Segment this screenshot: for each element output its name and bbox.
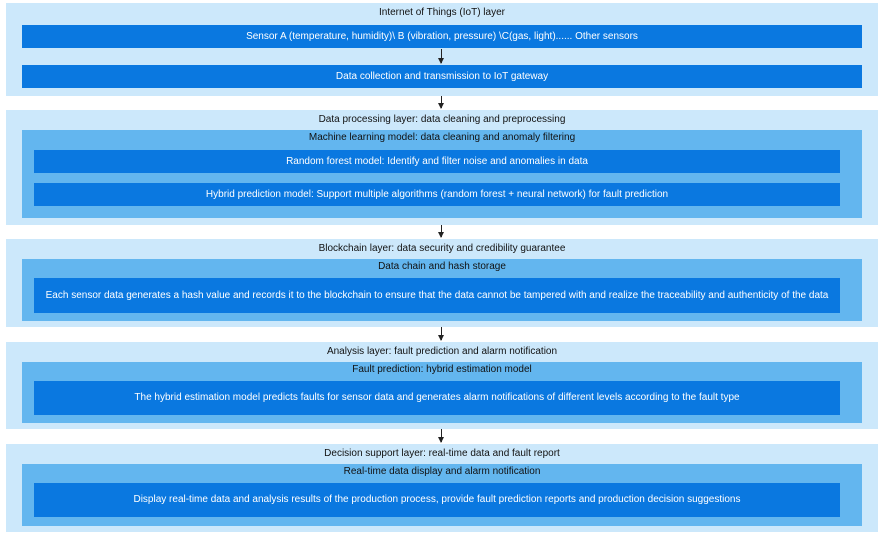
random-forest-box: Random forest model: Identify and filter… bbox=[34, 150, 840, 173]
arrow-analysis-to-decision bbox=[438, 429, 444, 443]
analysis-layer-title: Analysis layer: fault prediction and ala… bbox=[326, 346, 558, 357]
hash-storage-detail: Each sensor data generates a hash value … bbox=[34, 278, 840, 313]
arrow-blockchain-to-analysis bbox=[438, 327, 444, 341]
analysis-layer: Analysis layer: fault prediction and ala… bbox=[6, 342, 878, 429]
decision-layer-title: Decision support layer: real-time data a… bbox=[324, 448, 560, 459]
fault-prediction-panel: Fault prediction: hybrid estimation mode… bbox=[22, 362, 862, 423]
sensors-box: Sensor A (temperature, humidity)\ B (vib… bbox=[22, 25, 862, 48]
collection-box: Data collection and transmission to IoT … bbox=[22, 65, 862, 88]
realtime-display-title: Real-time data display and alarm notific… bbox=[343, 466, 541, 477]
blockchain-layer: Blockchain layer: data security and cred… bbox=[6, 239, 878, 327]
arrow-iot-to-processing bbox=[438, 96, 444, 109]
hash-storage-title: Data chain and hash storage bbox=[378, 261, 506, 272]
iot-layer: Internet of Things (IoT) layer Sensor A … bbox=[6, 3, 878, 96]
realtime-display-panel: Real-time data display and alarm notific… bbox=[22, 464, 862, 526]
realtime-display-detail: Display real-time data and analysis resu… bbox=[34, 483, 840, 517]
fault-prediction-title: Fault prediction: hybrid estimation mode… bbox=[352, 364, 532, 375]
arrow-sensors-to-collection bbox=[438, 49, 444, 64]
decision-layer: Decision support layer: real-time data a… bbox=[6, 444, 878, 532]
processing-layer-title: Data processing layer: data cleaning and… bbox=[318, 114, 566, 125]
ml-model-title: Machine learning model: data cleaning an… bbox=[308, 132, 576, 143]
iot-layer-title: Internet of Things (IoT) layer bbox=[379, 7, 505, 18]
hybrid-prediction-box: Hybrid prediction model: Support multipl… bbox=[34, 183, 840, 206]
blockchain-layer-title: Blockchain layer: data security and cred… bbox=[318, 243, 566, 254]
ml-model-panel: Machine learning model: data cleaning an… bbox=[22, 130, 862, 218]
fault-prediction-detail: The hybrid estimation model predicts fau… bbox=[34, 381, 840, 415]
processing-layer: Data processing layer: data cleaning and… bbox=[6, 110, 878, 225]
hash-storage-panel: Data chain and hash storage Each sensor … bbox=[22, 259, 862, 321]
arrow-processing-to-blockchain bbox=[438, 225, 444, 238]
